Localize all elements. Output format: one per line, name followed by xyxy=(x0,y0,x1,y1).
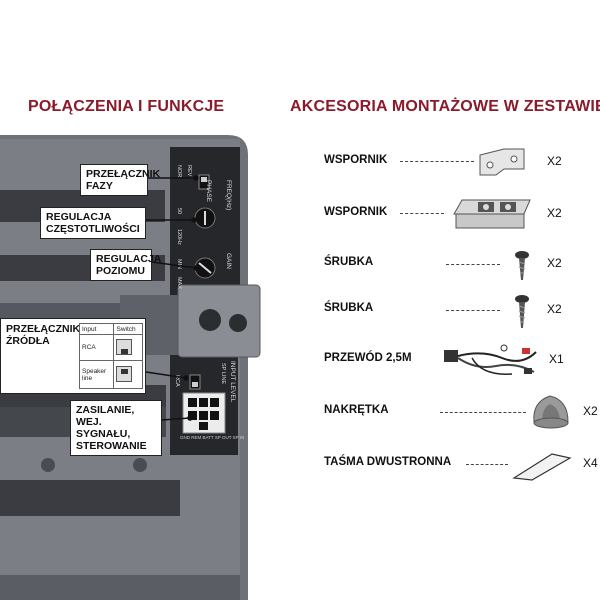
accessory-label: TAŚMA DWUSTRONNA xyxy=(324,456,452,468)
accessory-label: ŚRUBKA xyxy=(324,302,374,314)
callout-frequency-line2: CZĘSTOTLIWOŚCI xyxy=(46,223,140,235)
panel-label-min: MIN xyxy=(176,259,182,270)
tape-strip-icon xyxy=(512,453,572,481)
callout-phase-line1: PRZEŁĄCZNIK xyxy=(86,168,161,180)
accessory-label: PRZEWÓD 2,5M xyxy=(324,352,412,364)
screw-long-icon xyxy=(515,295,529,328)
callout-level-line2: POZIOMU xyxy=(96,265,145,277)
callout-power-line2: WEJ. SYGNAŁU, xyxy=(76,416,131,440)
accessory-qty: X2 xyxy=(547,154,562,168)
callout-power-line1: ZASILANIE, xyxy=(76,404,135,416)
panel-label-gain: GAIN xyxy=(225,253,232,269)
switch-position-speaker-icon xyxy=(113,360,143,389)
accessory-qty: X2 xyxy=(547,302,562,316)
leader-dots xyxy=(440,412,526,413)
panel-label-rev: REV xyxy=(186,165,192,177)
panel-label-terminals: GND REM BATT SP OUT SP IN xyxy=(180,435,245,440)
bracket-rail-icon xyxy=(453,199,531,229)
source-switch-table: Input Switch RCA Speaker line xyxy=(78,323,143,389)
wire-harness-icon xyxy=(444,344,537,375)
panel-label-sp-line: SP LINE xyxy=(220,363,226,384)
callout-frequency-control: REGULACJA CZĘSTOTLIWOŚCI xyxy=(40,207,146,239)
screw-short-icon xyxy=(515,251,529,280)
accessory-label: NAKRĘTKA xyxy=(324,404,389,416)
table-row: RCA xyxy=(78,334,143,361)
accessory-qty: X2 xyxy=(583,404,598,418)
panel-label-120hz: 120Hz xyxy=(176,229,182,245)
source-switch-title-line2: ŹRÓDŁA xyxy=(6,335,50,347)
leader-dots xyxy=(446,310,500,311)
leader-dots xyxy=(400,213,444,214)
source-switch-title: PRZEŁĄCZNIK ŹRÓDŁA xyxy=(6,323,80,347)
source-switch-title-line1: PRZEŁĄCZNIK xyxy=(6,323,81,335)
bracket-small-icon xyxy=(479,148,525,176)
accessory-label: WSPORNIK xyxy=(324,154,388,166)
speaker-line-line1: Speaker xyxy=(82,367,107,375)
callout-level-line1: REGULACJA xyxy=(96,253,162,265)
callout-power-line3: STEROWANIE xyxy=(76,440,147,452)
speaker-line-line2: line xyxy=(82,374,93,382)
accessory-label: ŚRUBKA xyxy=(324,256,374,268)
panel-label-nor: NOR xyxy=(176,165,182,178)
panel-label-freq: FREQ(Hz) xyxy=(225,180,232,211)
table-header-switch: Switch xyxy=(113,323,143,335)
table-cell-speaker-line: Speaker line xyxy=(78,360,115,389)
accessory-qty: X4 xyxy=(583,456,598,470)
callout-phase-line2: FAZY xyxy=(86,180,113,192)
accessory-label: WSPORNIK xyxy=(324,206,388,218)
callout-phase-switch: PRZEŁĄCZNIK FAZY xyxy=(80,164,161,196)
table-cell-rca: RCA xyxy=(78,334,115,361)
callout-level-control: REGULACJA POZIOMU xyxy=(90,249,162,281)
panel-label-phase: PHASE xyxy=(205,180,212,203)
leader-dots xyxy=(466,464,508,465)
accessory-qty: X2 xyxy=(547,256,562,270)
section-heading-accessories: AKCESORIA MONTAŻOWE W ZESTAWIE xyxy=(290,98,600,115)
callout-power-input: ZASILANIE, WEJ. SYGNAŁU, STEROWANIE xyxy=(70,400,162,456)
panel-label-input-level: INPUT LEVEL xyxy=(229,361,236,403)
accessory-qty: X1 xyxy=(549,352,564,366)
section-heading-connections: POŁĄCZENIA I FUNKCJE xyxy=(28,98,225,115)
panel-label-max: MAX xyxy=(176,277,182,289)
callout-source-switch: PRZEŁĄCZNIK ŹRÓDŁA Input Switch RCA Spea… xyxy=(0,318,146,394)
accessory-qty: X2 xyxy=(547,206,562,220)
switch-position-rca-icon xyxy=(113,334,143,361)
knob-nut-icon xyxy=(533,395,569,429)
table-header-input: Input xyxy=(78,323,115,335)
table-row: Speaker line xyxy=(78,360,143,389)
callout-frequency-line1: REGULACJA xyxy=(46,211,112,223)
panel-label-rca: RCA xyxy=(174,375,180,387)
leader-dots xyxy=(400,161,474,162)
leader-dots xyxy=(446,264,500,265)
panel-label-50: 50 xyxy=(176,208,182,215)
